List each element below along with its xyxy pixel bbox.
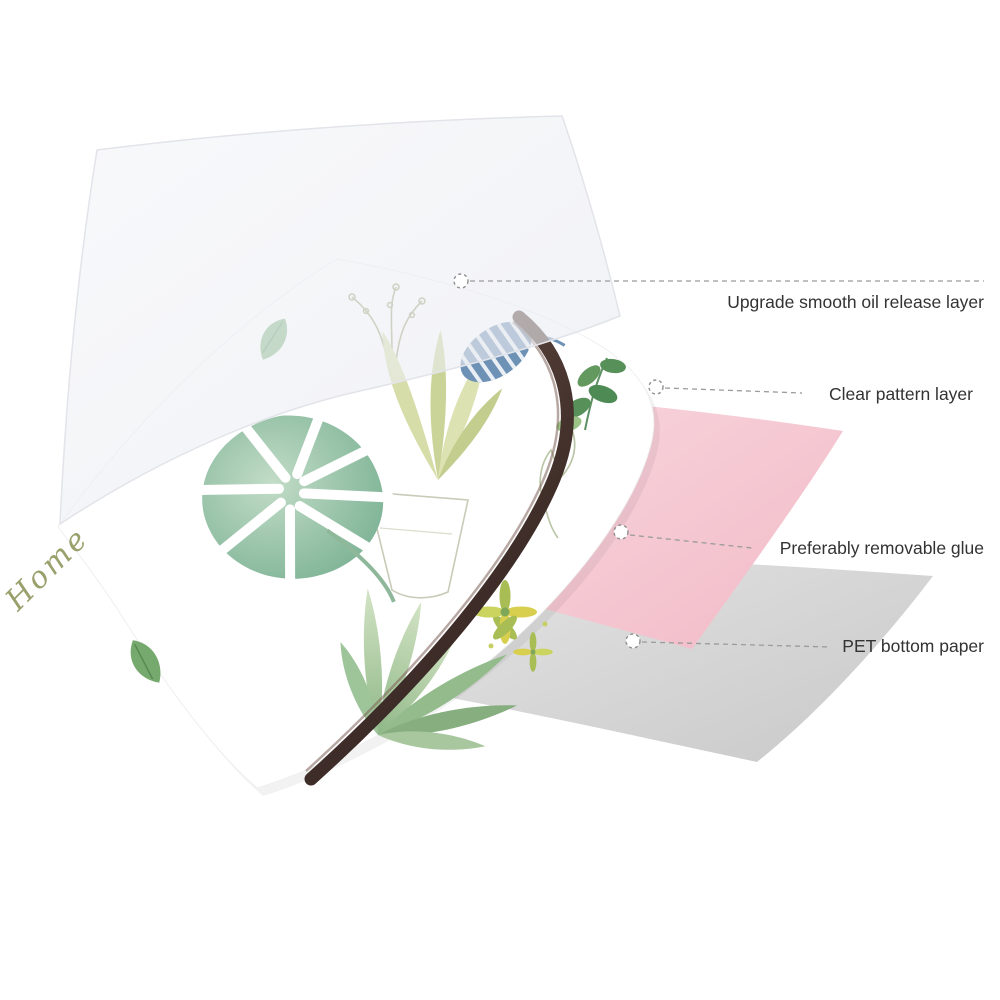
callout-removable-glue-line [629,534,753,549]
callout-pattern-layer: Clear pattern layer [648,379,973,404]
monstera-leaf-icon [193,411,396,603]
small-leaf-bottom-icon [130,640,161,683]
vase-icon [366,491,469,599]
callout-removable-glue: Preferably removable glue [613,524,984,558]
callout-pet-paper-marker [625,633,641,649]
flower-burst-icon [473,580,553,672]
callout-removable-glue-marker [613,524,629,540]
callout-pet-paper-line [641,641,831,648]
curled-edge-highlight [305,321,560,772]
callout-removable-glue-label: Preferably removable glue [780,538,984,558]
callout-oil-release-label: Upgrade smooth oil release layer [727,292,984,312]
home-script-text: Home [0,520,96,618]
callout-pet-paper-label: PET bottom paper [842,636,984,656]
callout-pattern-layer-label: Clear pattern layer [829,384,973,404]
callout-pet-paper: PET bottom paper [625,633,984,656]
curled-edge [304,310,574,786]
callout-pattern-layer-marker [648,379,664,395]
oil-release-film-sheet [59,115,621,526]
callout-pattern-layer-line [664,387,803,394]
callout-oil-release: Upgrade smooth oil release layer [453,273,984,312]
callout-oil-release-marker [453,273,469,289]
